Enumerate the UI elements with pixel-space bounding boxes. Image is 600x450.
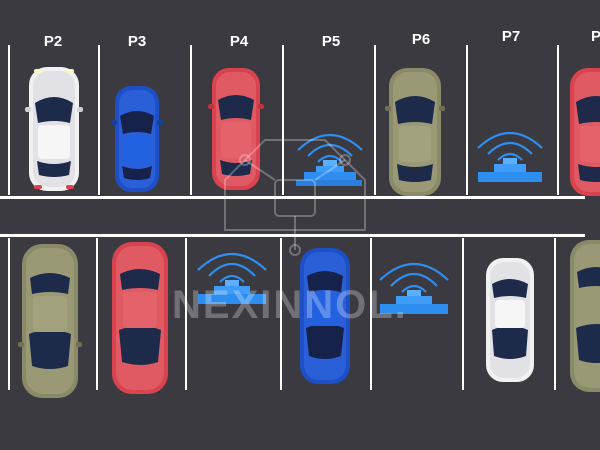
stall-line [370,238,372,390]
stall-line [8,45,10,195]
car-bottom-2 [112,242,168,394]
car-bottom-4 [300,248,350,384]
stall-line [98,45,100,195]
stall-line [8,238,10,390]
stall-line [554,238,556,390]
stall-label-p6: P6 [411,31,431,48]
stall-line [462,238,464,390]
car-top-p2 [25,67,83,191]
car-top-p8 [570,68,600,196]
sensor-bottom-5 [379,262,449,314]
stall-line [557,45,559,195]
car-bottom-6 [486,258,534,382]
lane-divider-bottom [0,234,585,237]
car-top-p6 [385,68,445,196]
car-bottom-7 [570,240,600,392]
stall-label-p2: P2 [43,33,63,50]
stall-line [280,238,282,390]
stall-line [96,238,98,390]
sensor-top-p7 [477,132,543,182]
car-top-p3 [111,86,163,192]
lane-divider-top [0,196,585,199]
car-bottom-1 [18,244,82,398]
stall-label-p8: P [590,28,600,45]
watermark-logo-icon [224,139,366,256]
stall-line [190,45,192,195]
stall-line [282,45,284,195]
sensor-bottom-3 [197,252,267,304]
stall-label-p7: P7 [501,28,521,45]
stall-line [374,45,376,195]
stall-line [466,45,468,195]
stall-label-p5: P5 [321,33,341,50]
sensor-top-p5 [296,134,363,186]
stall-label-p4: P4 [229,33,249,50]
stall-label-p3: P3 [127,33,147,50]
car-top-p4 [208,68,264,190]
stall-line [185,238,187,390]
watermark-text: NEXINNOL. [172,283,408,327]
